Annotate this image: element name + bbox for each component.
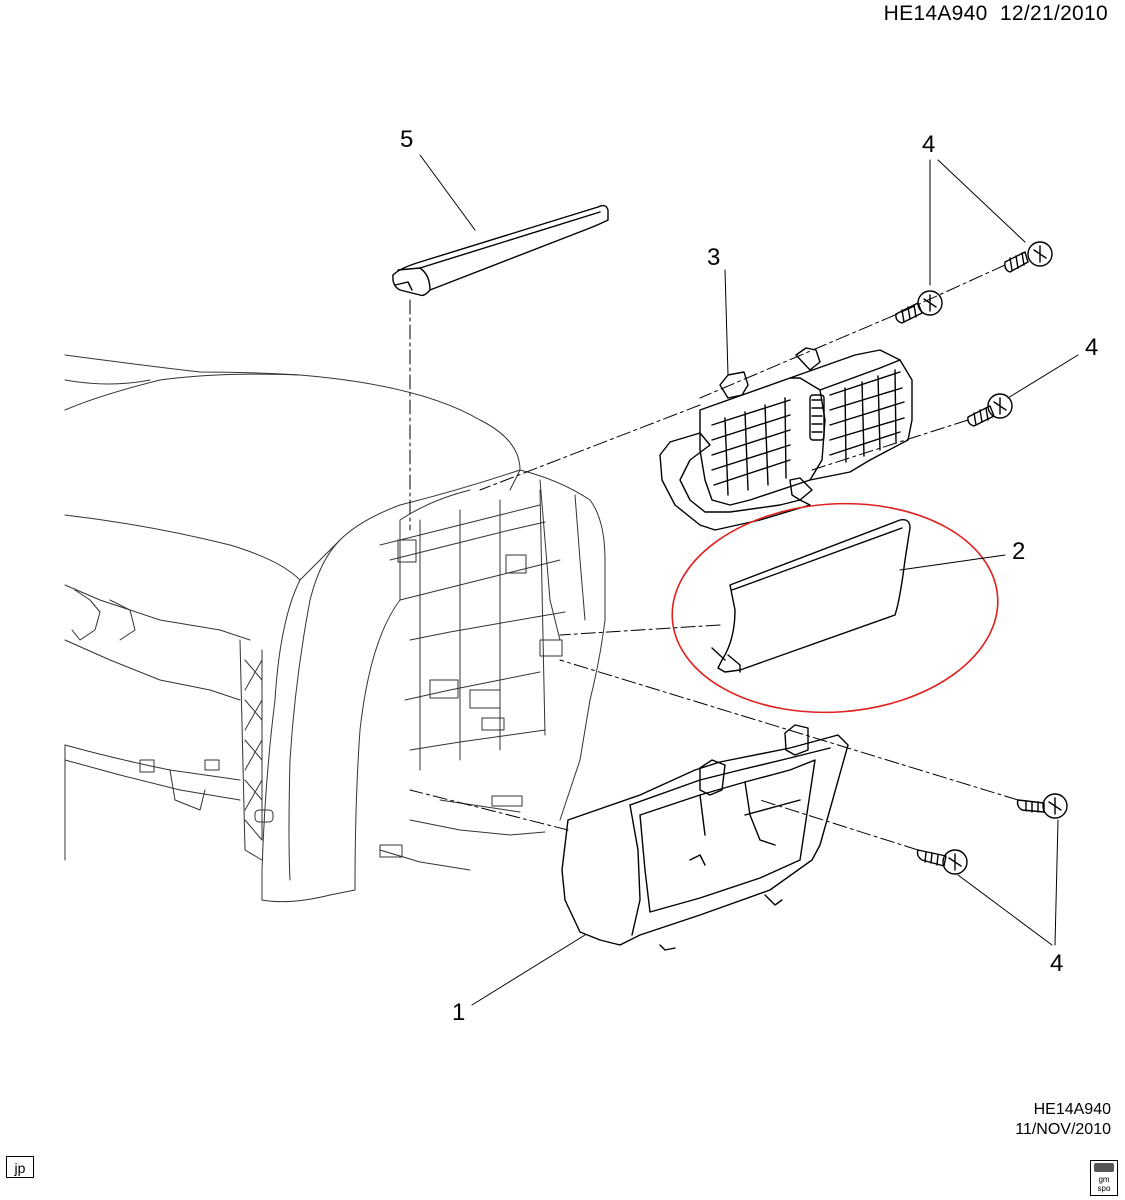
logo-text-top: gm	[1098, 1175, 1109, 1184]
part-3-air-outlet	[659, 347, 913, 531]
screw-4d-icon	[1016, 793, 1068, 819]
callout-1: 1	[452, 999, 466, 1026]
highlight-circle	[671, 502, 999, 714]
callout-3: 3	[707, 244, 721, 271]
screw-4c-icon	[967, 393, 1013, 427]
callout-4-bottom: 4	[1050, 950, 1064, 977]
footer-date: 11/NOV/2010	[1015, 1121, 1111, 1138]
part-5-armrest-trim	[392, 204, 609, 297]
part-2-trim-panel	[711, 518, 911, 673]
part-1-storage-bin	[561, 724, 849, 951]
screw-4e-icon	[916, 849, 968, 875]
part-4-screws	[895, 241, 1068, 875]
callout-4-top: 4	[922, 131, 936, 158]
jp-tag: jp	[6, 1156, 34, 1178]
diagram-header: HE14A940 12/21/2010	[884, 2, 1108, 26]
callout-5: 5	[400, 126, 414, 153]
screw-4b-icon	[895, 290, 943, 324]
header-date: 12/21/2010	[999, 2, 1108, 25]
leader-lines	[409, 154, 1079, 1006]
callout-2: 2	[1012, 538, 1026, 565]
screw-4a-icon	[1004, 241, 1053, 273]
footer-diagram-id: HE14A940	[1033, 1101, 1111, 1118]
gm-spo-logo-icon: gm spo	[1090, 1160, 1118, 1196]
header-diagram-id: HE14A940	[883, 2, 988, 25]
logo-text-bottom: spo	[1098, 1184, 1111, 1193]
callout-4-right: 4	[1085, 334, 1099, 361]
center-console-assembly	[64, 354, 606, 903]
